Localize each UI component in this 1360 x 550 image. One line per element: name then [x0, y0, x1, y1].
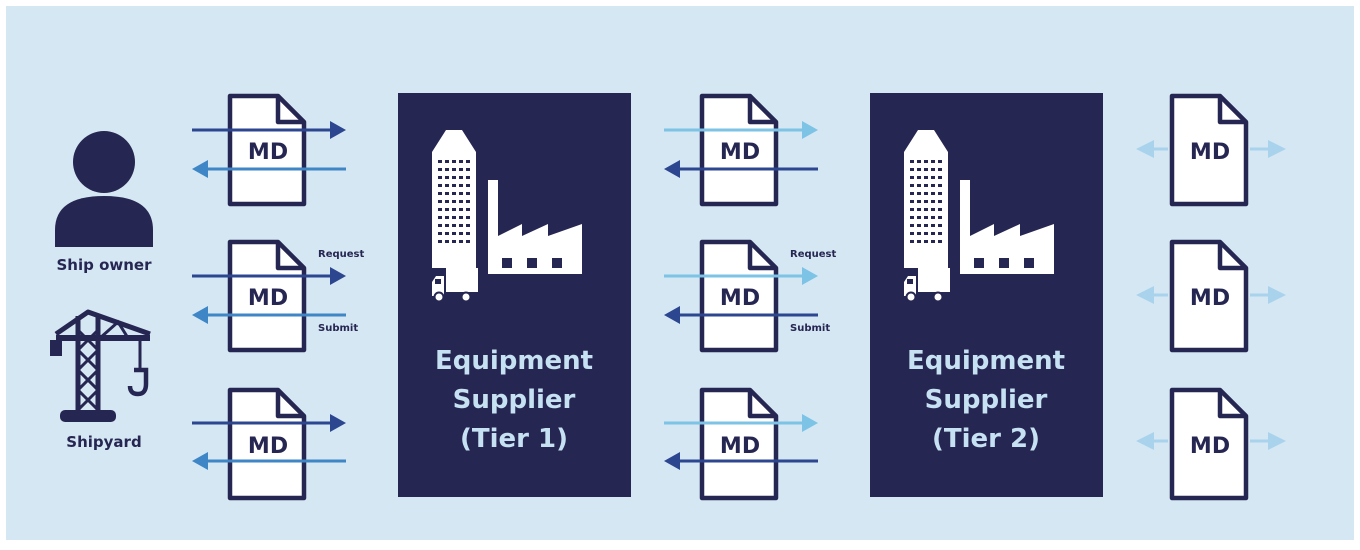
md-label: MD	[1190, 140, 1230, 165]
md-document: MD	[230, 390, 304, 498]
request-arrow	[192, 121, 346, 139]
md-label: MD	[248, 286, 288, 311]
md-document: MD	[702, 242, 776, 350]
md-label: MD	[1190, 434, 1230, 459]
md-label: MD	[720, 434, 760, 459]
md-label: MD	[720, 140, 760, 165]
pale-arrow-right	[1250, 432, 1286, 450]
md-label: MD	[248, 140, 288, 165]
pale-arrow-left	[1136, 140, 1168, 158]
supplier-tier2-line2: Supplier	[925, 385, 1048, 415]
submit-label: Submit	[790, 323, 830, 334]
submit-arrow	[192, 452, 346, 470]
submit-arrow	[664, 160, 818, 178]
request-arrow	[664, 121, 818, 139]
pale-arrow-left	[1136, 432, 1168, 450]
supplier-tier2-line3: (Tier 2)	[932, 424, 1040, 454]
ship-owner-label: Ship owner	[57, 256, 153, 274]
supplier-tier1-line3: (Tier 1)	[460, 424, 568, 454]
md-label: MD	[1190, 286, 1230, 311]
md-document: MD	[1172, 96, 1246, 204]
ship-owner-icon	[55, 131, 153, 247]
shipyard-label: Shipyard	[66, 433, 141, 451]
pale-arrow-right	[1250, 140, 1286, 158]
pale-arrow-left	[1136, 286, 1168, 304]
supplier-tier1-line1: Equipment	[435, 346, 593, 376]
md-label: MD	[720, 286, 760, 311]
request-label: Request	[790, 249, 836, 260]
request-arrow	[664, 414, 818, 432]
submit-arrow	[192, 160, 346, 178]
shipyard-crane-icon	[50, 309, 151, 422]
supplier-tier2-line1: Equipment	[907, 346, 1065, 376]
submit-arrow	[192, 306, 346, 324]
md-document: MD	[1172, 242, 1246, 350]
request-arrow	[192, 267, 346, 285]
request-arrow	[664, 267, 818, 285]
md-label: MD	[248, 434, 288, 459]
submit-label: Submit	[318, 323, 358, 334]
md-document: MD	[230, 242, 304, 350]
request-arrow	[192, 414, 346, 432]
submit-arrow	[664, 452, 818, 470]
md-document: MD	[702, 96, 776, 204]
md-document: MD	[1172, 390, 1246, 498]
submit-arrow	[664, 306, 818, 324]
supplier-tier1-line2: Supplier	[453, 385, 576, 415]
md-document: MD	[230, 96, 304, 204]
pale-arrow-right	[1250, 286, 1286, 304]
md-document: MD	[702, 390, 776, 498]
request-label: Request	[318, 249, 364, 260]
